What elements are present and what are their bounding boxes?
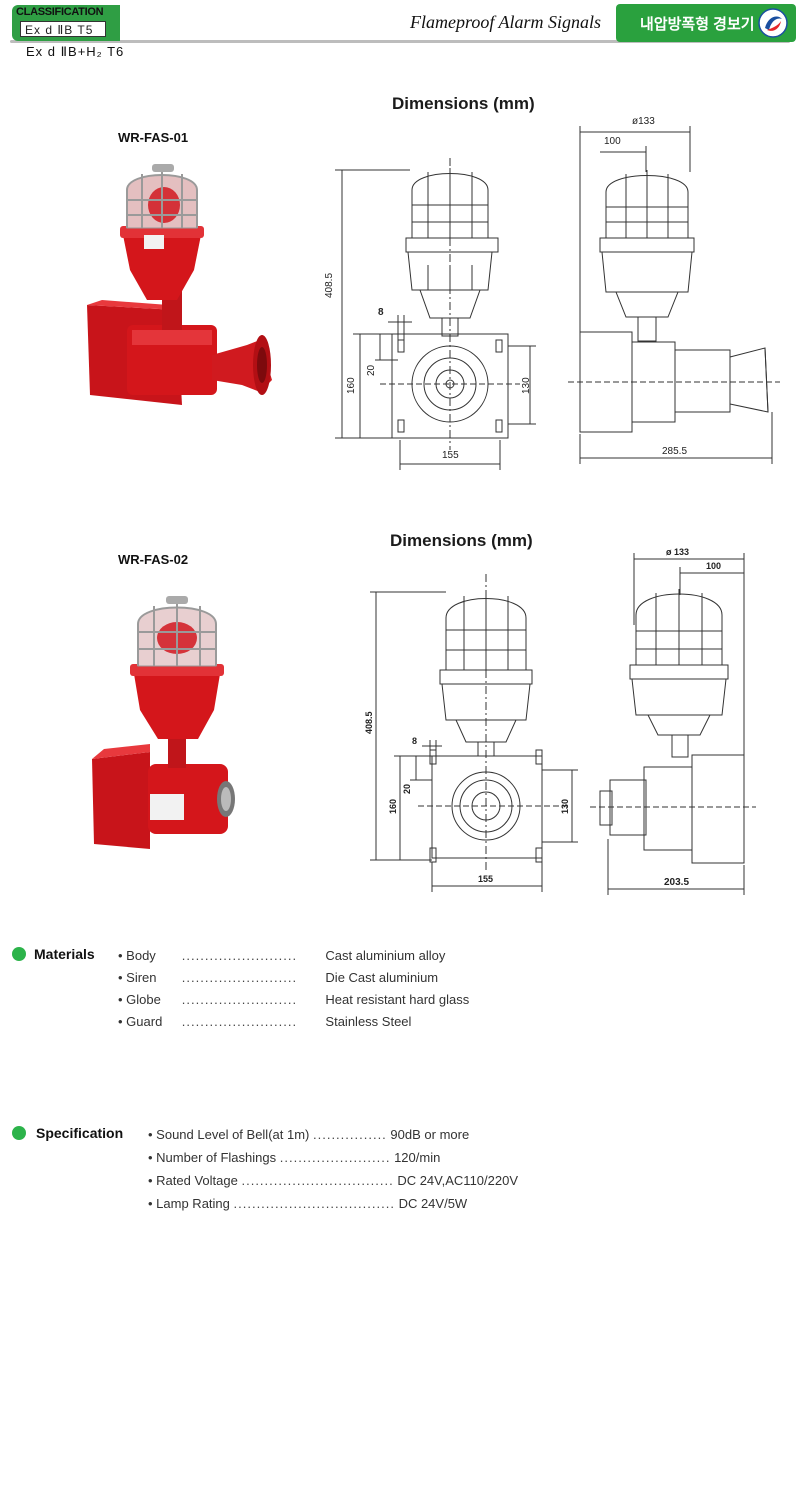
dim-radius-1: 100: [604, 136, 621, 147]
dim-diameter-2: ø 133: [666, 547, 690, 557]
dim-offset-2: 8: [412, 736, 418, 746]
spec-label: Sound Level of Bell(at 1m): [156, 1127, 310, 1142]
dim-depth-1: 285.5: [662, 446, 688, 457]
spec-row-rated-voltage: • Rated Voltage ........................…: [148, 1173, 519, 1188]
header-divider: [10, 40, 790, 43]
classification-t5: Ex d ⅡB T5: [20, 21, 106, 37]
dim-radius-2: 100: [706, 561, 722, 571]
dim-diameter-1: ø133: [632, 116, 655, 127]
dim-offset-1: 8: [378, 307, 384, 318]
spec-value: DC 24V/5W: [398, 1196, 468, 1211]
dim-side-height-1: 160: [346, 377, 357, 394]
spec-row-lamp-rating: • Lamp Rating ..........................…: [148, 1196, 468, 1211]
spec-row-sound-level: • Sound Level of Bell(at 1m) ...........…: [148, 1127, 470, 1142]
dim-plate-width-2: 155: [478, 874, 494, 884]
spec-value: DC 24V,AC110/220V: [397, 1173, 519, 1188]
spec-label: Lamp Rating: [156, 1196, 230, 1211]
dim-depth-2: 203.5: [664, 877, 690, 888]
materials-row-globe: • Globe ......................... Heat r…: [118, 992, 470, 1007]
material-value: Heat resistant hard glass: [325, 992, 470, 1007]
specification-heading: Specification: [36, 1125, 124, 1141]
model-name-2: WR-FAS-02: [118, 552, 189, 567]
dim-total-height-2: 408.5: [364, 711, 374, 734]
model-name-1: WR-FAS-01: [118, 130, 189, 145]
spec-value: 120/min: [394, 1150, 441, 1165]
dim-side-height-2: 160: [388, 798, 398, 814]
material-dots: .........................: [181, 970, 298, 985]
spec-label: Number of Flashings: [156, 1150, 277, 1165]
material-value: Stainless Steel: [325, 1014, 412, 1029]
side-view-drawing-1: ø133 100 285.5: [560, 112, 790, 472]
materials-heading: Materials: [34, 946, 95, 962]
material-label: Guard: [126, 1014, 163, 1029]
spec-dots: .................................: [241, 1173, 394, 1188]
dimensions-title-2: Dimensions (mm): [390, 531, 533, 550]
spec-row-flashings: • Number of Flashings ..................…: [148, 1150, 441, 1165]
dim-total-height-1: 408.5: [324, 272, 335, 298]
dim-inner-2: 20: [402, 783, 412, 794]
front-view-drawing-2: 408.5 160 20 8 130 155: [360, 570, 580, 900]
spec-dots: ...................................: [233, 1196, 395, 1211]
materials-row-body: • Body ......................... Cast al…: [118, 948, 446, 963]
dim-plate-height-1: 130: [521, 377, 532, 394]
korean-title: 내압방폭형 경보기: [640, 16, 755, 33]
materials-bullet-icon: [12, 947, 26, 961]
spec-dots: ........................: [279, 1150, 391, 1165]
dimensions-title-1: Dimensions (mm): [392, 94, 535, 113]
dim-plate-height-2: 130: [560, 798, 570, 814]
material-dots: .........................: [181, 1014, 298, 1029]
spec-dots: ................: [313, 1127, 387, 1142]
material-value: Die Cast aluminium: [325, 970, 439, 985]
classification-t6: Ex d ⅡB+H₂ T6: [26, 44, 125, 59]
brand-swirl-logo-icon: [758, 8, 788, 38]
spec-label: Rated Voltage: [156, 1173, 238, 1188]
page-title: Flameproof Alarm Signals: [410, 12, 602, 32]
materials-row-guard: • Guard ......................... Stainl…: [118, 1014, 412, 1029]
front-view-drawing-1: 408.5 160 20 8 130 155: [320, 150, 560, 480]
material-value: Cast aluminium alloy: [325, 948, 446, 963]
classification-label: CLASSIFICATION: [16, 6, 104, 18]
spec-value: 90dB or more: [390, 1127, 470, 1142]
material-label: Globe: [126, 992, 161, 1007]
material-dots: .........................: [181, 948, 298, 963]
product-photo-wr-fas-01: [82, 160, 282, 420]
material-label: Body: [126, 948, 156, 963]
material-label: Siren: [126, 970, 157, 985]
page-header: CLASSIFICATION Ex d ⅡB T5 Ex d ⅡB+H₂ T6 …: [0, 0, 800, 59]
product-photo-wr-fas-02: [88, 594, 238, 854]
dim-plate-width-1: 155: [442, 450, 459, 461]
specification-bullet-icon: [12, 1126, 26, 1140]
side-view-drawing-2: ø 133 100 203.5: [590, 545, 760, 905]
dim-inner-1: 20: [366, 364, 377, 376]
materials-row-siren: • Siren ......................... Die Ca…: [118, 970, 439, 985]
material-dots: .........................: [181, 992, 298, 1007]
